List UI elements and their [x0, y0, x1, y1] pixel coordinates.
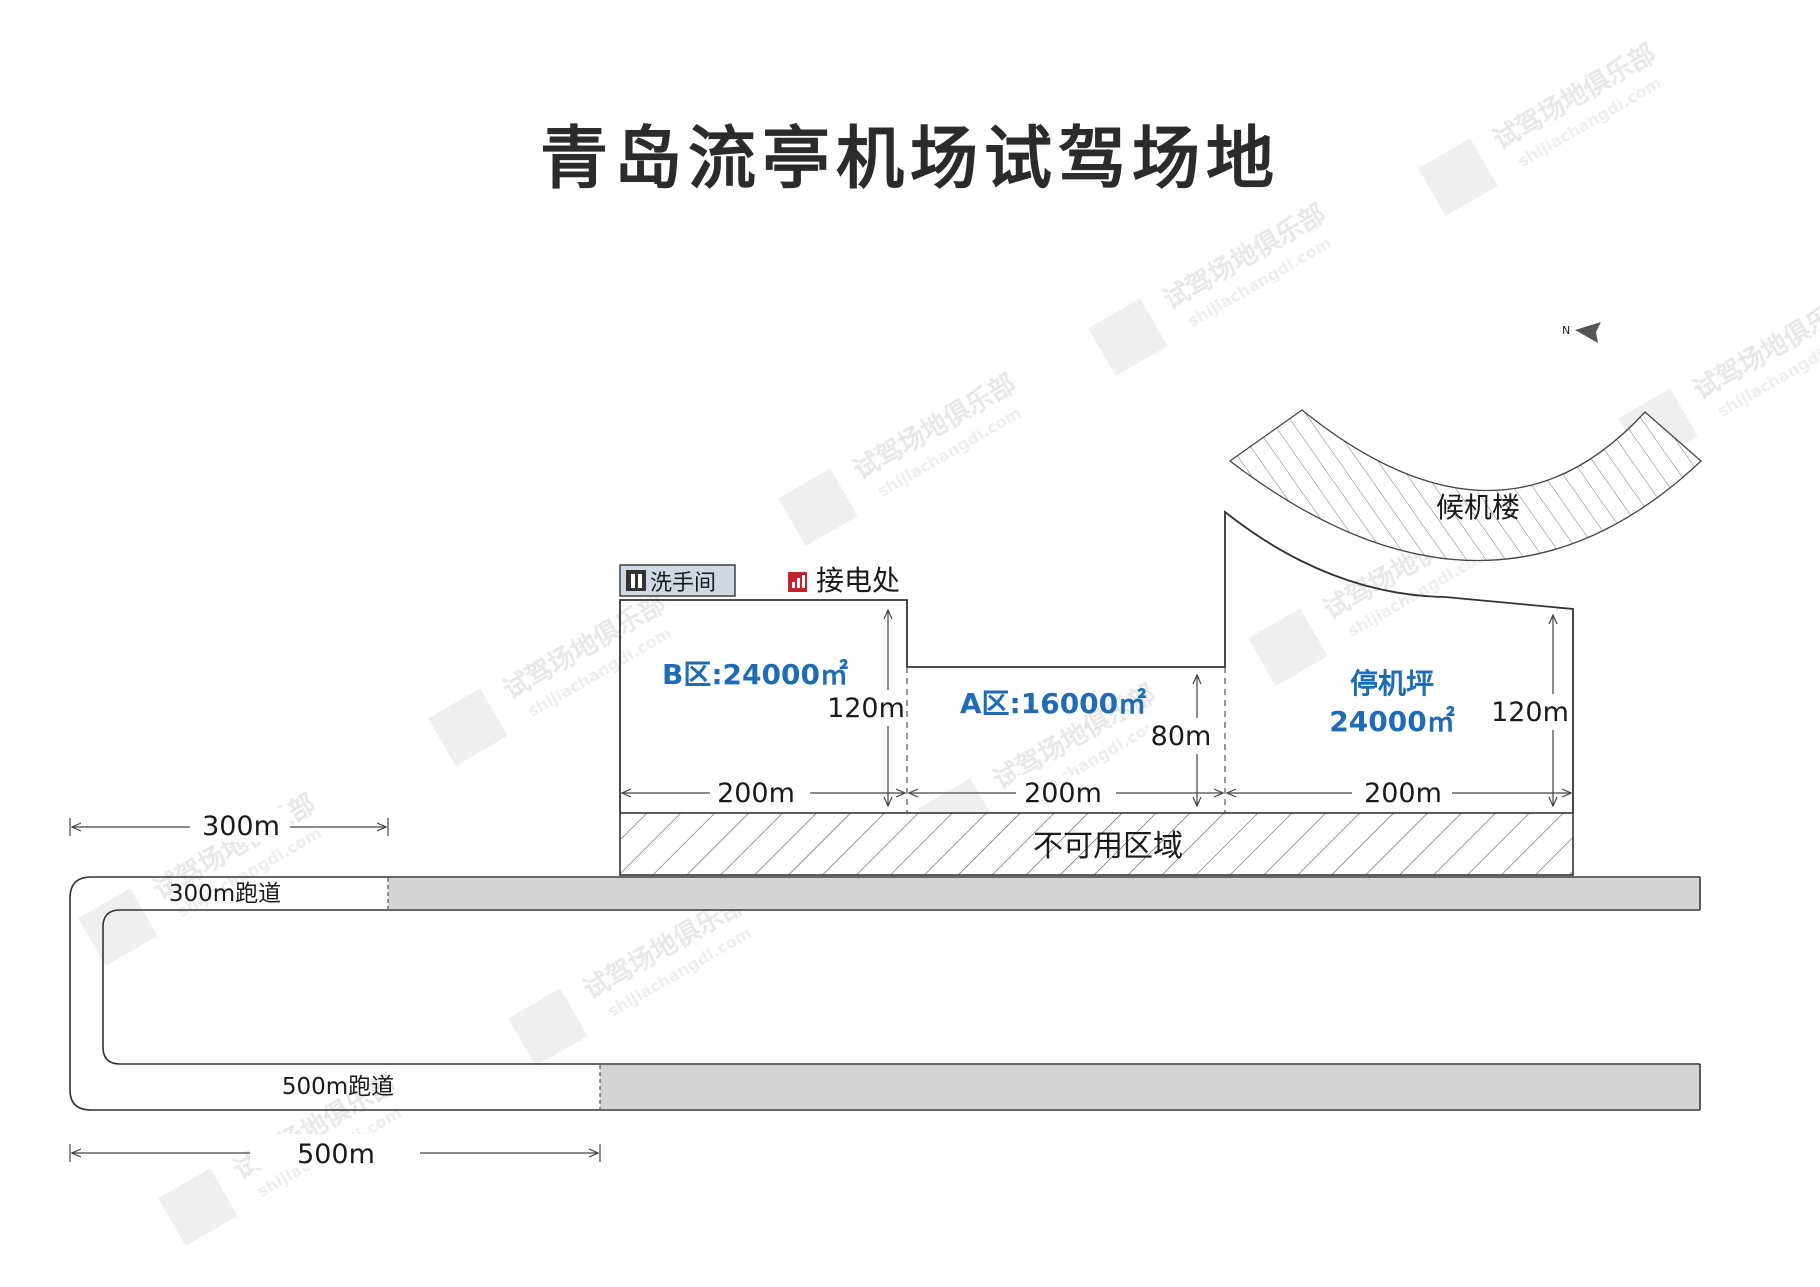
apron-label-line1: 停机坪: [1350, 667, 1434, 700]
zone-a-label: A区:16000㎡: [960, 687, 1146, 720]
restroom-icon: [626, 570, 646, 591]
unusable-label: 不可用区域: [1033, 829, 1183, 864]
runway-track: 300m跑道 500m跑道: [69, 876, 1701, 1111]
runway-500-dimension: 500m: [297, 1139, 375, 1170]
height-dimensions: 120m 80m 120m: [824, 610, 1572, 806]
runway-300-gray: [388, 878, 1699, 909]
terminal-label: 候机楼: [1436, 491, 1520, 524]
zone-b-height: 120m: [827, 693, 905, 724]
runway-300-label: 300m跑道: [169, 881, 281, 907]
zone-b-width: 200m: [717, 778, 795, 809]
zone-b-label: B区:24000㎡: [662, 658, 848, 691]
runway-dimensions: 300m 500m: [69, 808, 601, 1170]
site-zones: [619, 510, 1574, 813]
terminal-building: 候机楼: [1228, 409, 1702, 562]
apron-label-line2: 24000㎡: [1329, 705, 1454, 738]
restroom-label: 洗手间: [650, 571, 716, 596]
zone-a-height: 80m: [1151, 721, 1212, 752]
width-dimensions: 200m 200m 200m: [622, 775, 1571, 809]
north-arrow-icon: N: [1562, 322, 1601, 343]
compass-label: N: [1562, 324, 1570, 337]
unusable-area: 不可用区域: [619, 812, 1574, 876]
zone-a-width: 200m: [1024, 778, 1102, 809]
runway-500-label: 500m跑道: [282, 1074, 394, 1100]
apron-height: 120m: [1491, 697, 1569, 728]
runway-300-dimension: 300m: [202, 811, 280, 842]
restroom-marker: 洗手间: [619, 564, 736, 597]
runway-500-gray: [600, 1065, 1699, 1109]
power-marker: 接电处: [788, 564, 900, 597]
power-label: 接电处: [816, 564, 900, 597]
page-title: 青岛流亭机场试驾场地: [540, 120, 1280, 199]
apron-width: 200m: [1364, 778, 1442, 809]
